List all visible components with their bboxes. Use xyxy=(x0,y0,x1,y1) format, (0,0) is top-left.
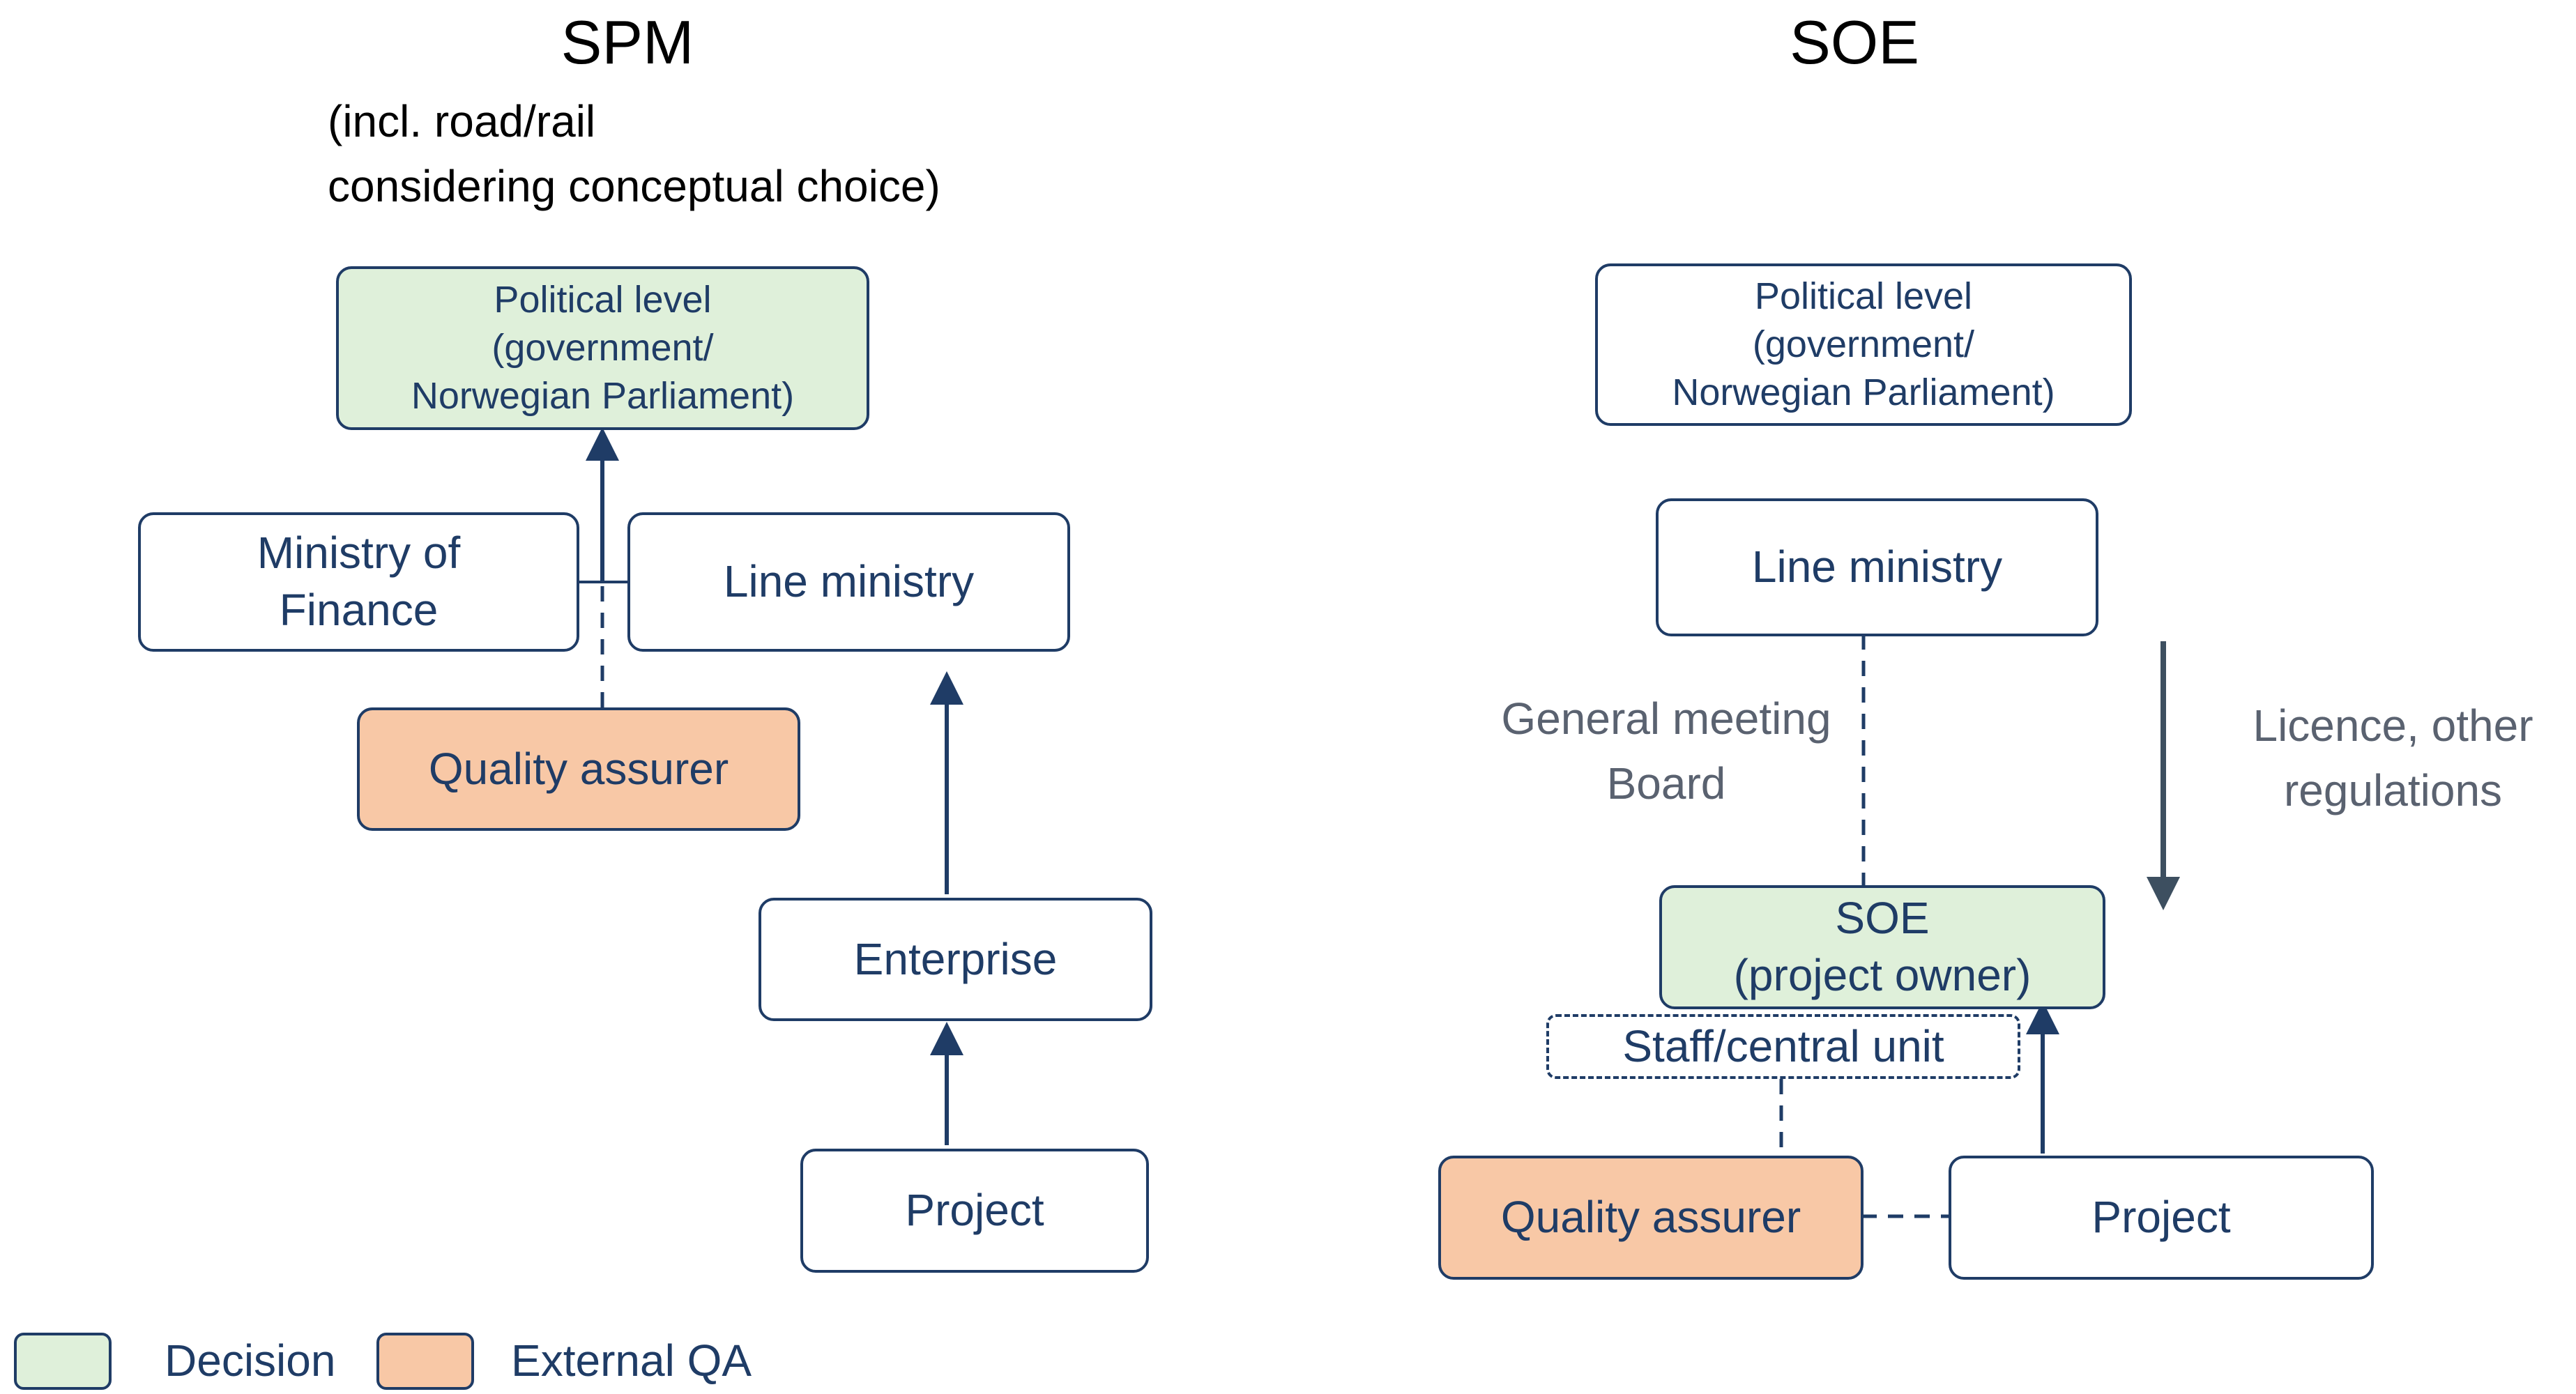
legend-external-qa-swatch xyxy=(376,1333,474,1390)
spm-line-ministry-box: Line ministry xyxy=(627,512,1070,652)
spm-enterprise-box: Enterprise xyxy=(759,898,1152,1021)
spm-political-level-box: Political level (government/ Norwegian P… xyxy=(336,266,869,430)
legend-decision-label: Decision xyxy=(165,1335,336,1386)
legend-decision-swatch xyxy=(14,1333,112,1390)
spm-quality-assurer-box: Quality assurer xyxy=(357,707,800,831)
soe-project-owner-box: SOE (project owner) xyxy=(1659,885,2105,1009)
soe-project-box: Project xyxy=(1949,1156,2374,1280)
spm-title: SPM xyxy=(561,8,694,77)
soe-line-ministry-box: Line ministry xyxy=(1656,498,2098,636)
soe-title: SOE xyxy=(1790,8,1919,77)
legend-external-qa-label: External QA xyxy=(511,1335,752,1386)
soe-licence-label: Licence, other regulations xyxy=(2253,700,2533,815)
spm-subtitle: (incl. road/rail considering conceptual … xyxy=(328,96,940,211)
soe-general-meeting-label: General meeting Board xyxy=(1501,694,1831,809)
spm-ministry-of-finance-box: Ministry of Finance xyxy=(138,512,579,652)
soe-political-level-box: Political level (government/ Norwegian P… xyxy=(1595,263,2132,426)
spm-project-box: Project xyxy=(800,1149,1149,1273)
soe-staff-central-unit-box: Staff/central unit xyxy=(1546,1014,2020,1079)
soe-quality-assurer-box: Quality assurer xyxy=(1438,1156,1864,1280)
